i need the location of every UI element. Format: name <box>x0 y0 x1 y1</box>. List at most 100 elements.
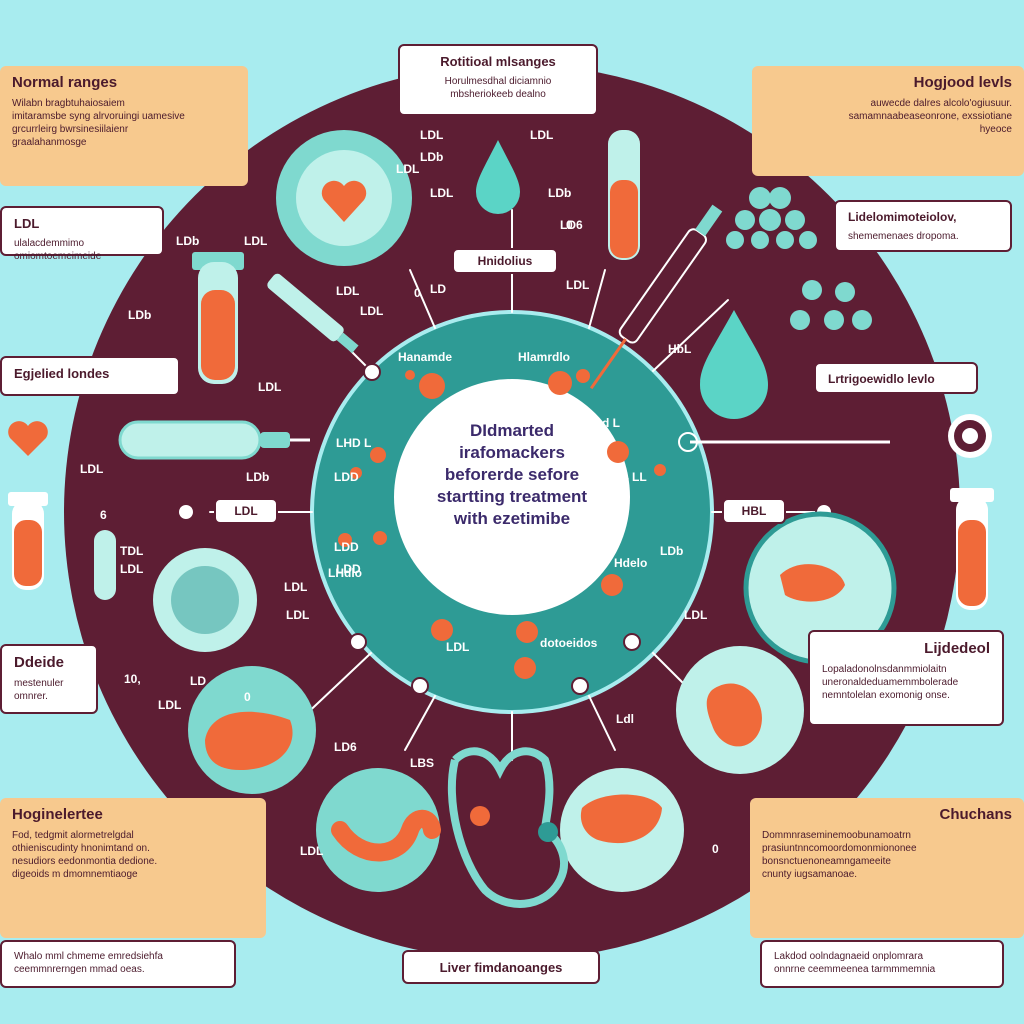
heart-icon <box>321 180 367 222</box>
diagram-label: LDL <box>80 462 104 476</box>
test-tube-icon <box>8 492 48 590</box>
normal-ranges-panel: Normal ranges Wilabn bragbtuhaiosaiem im… <box>0 66 248 186</box>
diagram-label: HbL <box>668 342 692 356</box>
panel-title: Liver fimdanoanges <box>439 960 563 975</box>
diagram-label: LDL <box>300 844 324 858</box>
diagram-label: LBS <box>410 756 434 770</box>
diagram-label: LDb <box>176 234 200 248</box>
lipid-particle <box>601 574 623 596</box>
center-circle <box>394 379 630 615</box>
top-center-panel: Rotitioal mlsanges Horulmesdhal diciamni… <box>398 44 598 116</box>
lipidol-panel: Lijdedeol Lopaladonolnsdanmmiolaitn uner… <box>808 630 1004 726</box>
syringe-barrel <box>267 273 344 342</box>
center-title-line: DIdmarted <box>469 421 555 440</box>
diagram-label: Hlamrdlo <box>518 350 571 364</box>
diagram-label: dotoeidos <box>540 636 598 650</box>
liver-icon <box>580 794 662 844</box>
diagram-label: 0 <box>712 842 719 856</box>
liver-icon <box>205 711 293 770</box>
syringe-icon <box>118 420 310 460</box>
lipid-particle <box>350 467 362 479</box>
target-icon <box>948 414 992 458</box>
diagram-label: LD6 <box>334 740 357 754</box>
connector-node <box>571 677 589 695</box>
diagram-label: LDd L <box>586 416 620 430</box>
chuchans-panel: Chuchans Dommnraseminemoobunamoatrn pras… <box>750 798 1024 938</box>
diagram-label: LDL <box>244 234 268 248</box>
diagram-label: LD6 <box>560 218 583 232</box>
diagram-label: LDL <box>566 278 590 292</box>
test-tube-icon <box>192 252 244 384</box>
diagram-label: LDD <box>334 470 359 484</box>
diagram-label: 0 <box>244 690 251 704</box>
plaque-icon <box>780 564 845 602</box>
diagram-label: LDL <box>446 640 470 654</box>
panel-body: auwecde dalres alcolo'ogiusuur. samamnaa… <box>848 98 1012 135</box>
diagram-label: LHdlo <box>328 566 362 580</box>
diagram-label: LDL <box>420 128 444 142</box>
diagram-label: LDD <box>336 562 361 576</box>
center-title: DIdmarted irafomackers beforerde sefore … <box>392 420 632 530</box>
lipid-particle <box>654 464 666 476</box>
connector-node <box>363 363 381 381</box>
diagram-label: TDL <box>120 544 144 558</box>
diagram-label: LD4 LL <box>606 470 647 484</box>
diagram-label: LD <box>430 282 446 296</box>
panel-body: ulalacdemmimo omiomtoemeimeide <box>14 238 102 262</box>
diagram-label: LDL <box>684 608 708 622</box>
diagram-label: LDb <box>420 150 444 164</box>
lipid-particle <box>338 533 352 547</box>
diagram-label: LDb <box>660 544 684 558</box>
organ-disc <box>316 768 440 892</box>
panel-body: Dommnraseminemoobunamoatrn prasiuntnncom… <box>762 830 917 880</box>
panel-title: Normal ranges <box>12 74 118 91</box>
lipid-particle <box>373 531 387 545</box>
diagram-label: LDL <box>284 580 308 594</box>
diagram-label: LDL <box>396 162 420 176</box>
lipid-particle <box>419 373 445 399</box>
test-tube-icon <box>604 118 644 260</box>
cell-cluster-icon <box>726 187 872 330</box>
tube-fluid <box>610 180 638 258</box>
diagram-label: 10, <box>124 672 141 686</box>
decide-panel: Ddeide mestenuler omnrer. <box>0 644 98 714</box>
stethoscope-chestpiece <box>538 822 558 842</box>
diagram-label: LDD <box>334 540 359 554</box>
panel-title: LDL <box>14 216 40 231</box>
center-title-line: startting treatment <box>436 487 588 506</box>
lipid-particle <box>607 441 629 463</box>
panel-title: Egjelied londes <box>14 366 110 381</box>
lipid-particle <box>514 657 536 679</box>
tube-fluid <box>958 520 986 606</box>
diagram-label: LDL <box>430 186 454 200</box>
lipid-particle <box>548 371 572 395</box>
syringe-tip <box>260 432 290 448</box>
bottom-left-panel: Whalo mml chmeme emredsiehfa ceemmnrerng… <box>0 940 236 988</box>
hoginelertee-panel: Hoginelertee Fod, tedgmit alormetrelgdal… <box>0 798 266 938</box>
hdl-label-pill: Hnidolius <box>452 248 558 274</box>
diagram-label: 0 <box>414 286 421 300</box>
panel-body: Wilabn bragbtuhaiosaiem imitaramsbe syng… <box>12 98 185 148</box>
diagram-label: Ldl <box>616 712 634 726</box>
diagram-label: LHD L <box>336 436 372 450</box>
diagram-label: LDL <box>158 698 182 712</box>
center-title-line: irafomackers <box>459 443 565 462</box>
panel-title: Lidelomimoteiolov, <box>848 210 957 224</box>
panel-title: Lijdedeol <box>924 640 990 657</box>
lipid-right-panel: Lidelomimoteiolov, shememenaes dropoma. <box>834 200 1012 252</box>
diagram-label: LDL <box>360 304 384 318</box>
cell-icon <box>171 566 239 634</box>
diagram-label: 6 <box>100 508 107 522</box>
panel-body: Lopaladonolnsdanmmiolaitn uneronaldeduam… <box>822 664 959 701</box>
connector-node <box>349 633 367 651</box>
triglyceride-panel: Lrtrigoewidlo levlo <box>814 362 978 394</box>
lipid-particle <box>431 619 453 641</box>
diagram-label: LDb <box>128 308 152 322</box>
diagram-label: LD <box>190 674 206 688</box>
bottom-right-panel: Lakdod oolndagnaeid onplomrara onnrne ce… <box>760 940 1004 988</box>
diagram-label: LDb <box>548 186 572 200</box>
panel-body: Whalo mml chmeme emredsiehfa ceemmnrerng… <box>14 951 163 975</box>
panel-body: Lakdod oolndagnaeid onplomrara onnrne ce… <box>774 951 936 975</box>
center-title-line: beforerde sefore <box>444 465 580 484</box>
